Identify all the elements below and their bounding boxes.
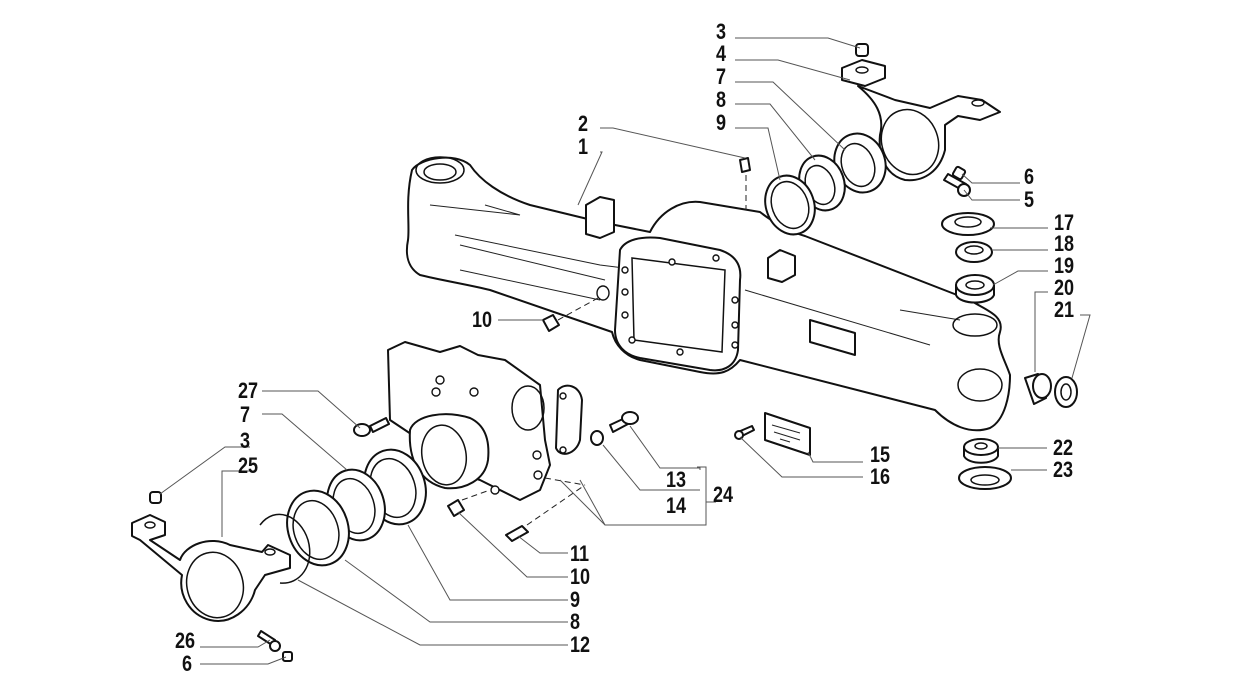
callout-2: 2 <box>578 111 589 136</box>
callout-23: 23 <box>1053 457 1074 482</box>
callout-24: 24 <box>713 482 734 507</box>
callout-6-lower: 6 <box>182 651 193 676</box>
callout-13: 13 <box>666 467 687 492</box>
callout-5: 5 <box>1024 187 1035 212</box>
thrust-ring <box>955 241 993 263</box>
snap-ring <box>259 513 311 584</box>
callout-3-upper: 3 <box>716 19 727 44</box>
callout-21: 21 <box>1054 297 1075 322</box>
callout-27: 27 <box>238 378 259 403</box>
nameplate <box>764 412 811 456</box>
cap-bolt <box>609 411 639 433</box>
callout-6-right: 6 <box>1024 164 1035 189</box>
grease-nipple-lower <box>149 491 162 504</box>
pivot-seal <box>1054 376 1078 408</box>
callout-8-lower: 8 <box>570 609 581 634</box>
callout-8-upper: 8 <box>716 87 727 112</box>
washer <box>941 212 995 236</box>
callout-7-upper: 7 <box>716 64 727 89</box>
callout-12: 12 <box>570 632 591 657</box>
dowel-bushing <box>590 430 604 446</box>
callout-9-upper: 9 <box>716 110 727 135</box>
plug-support <box>447 489 491 517</box>
upper-steering-arm <box>841 59 1001 182</box>
callout-26: 26 <box>175 628 196 653</box>
callout-18: 18 <box>1054 231 1075 256</box>
pivot-bushing <box>1024 373 1052 405</box>
callout-15: 15 <box>870 442 891 467</box>
callout-25: 25 <box>238 453 259 478</box>
callout-3-lower: 3 <box>240 428 251 453</box>
cap <box>555 384 583 455</box>
pin <box>505 477 586 542</box>
plug-housing <box>542 297 599 332</box>
grease-nipple-upper <box>855 43 869 57</box>
bushing-upper <box>955 274 995 304</box>
callout-11: 11 <box>570 541 590 566</box>
axle-housing <box>405 156 1011 432</box>
callout-1: 1 <box>578 134 589 159</box>
lower-steering-arm <box>131 514 291 622</box>
callout-10-housing: 10 <box>472 307 493 332</box>
bearing-ring-lower <box>286 489 350 567</box>
support-assembly <box>387 341 551 501</box>
grease-nipple-lower-left <box>282 651 293 662</box>
callout-22: 22 <box>1053 435 1074 460</box>
washer-lower <box>958 466 1012 490</box>
callout-19: 19 <box>1054 253 1075 278</box>
leader-lines <box>159 37 1091 665</box>
callout-4: 4 <box>716 41 727 66</box>
callout-20: 20 <box>1054 275 1075 300</box>
callout-14: 14 <box>666 493 687 518</box>
callout-16: 16 <box>870 464 891 489</box>
callout-10-support: 10 <box>570 564 591 589</box>
callout-7-lower: 7 <box>240 402 251 427</box>
callout-9-lower: 9 <box>570 587 581 612</box>
bushing-lower <box>963 438 999 464</box>
breather <box>739 157 751 210</box>
callout-17: 17 <box>1054 210 1075 235</box>
nameplate-rivet <box>734 425 755 440</box>
support-bolt <box>353 417 390 437</box>
bolt-right <box>943 173 971 197</box>
